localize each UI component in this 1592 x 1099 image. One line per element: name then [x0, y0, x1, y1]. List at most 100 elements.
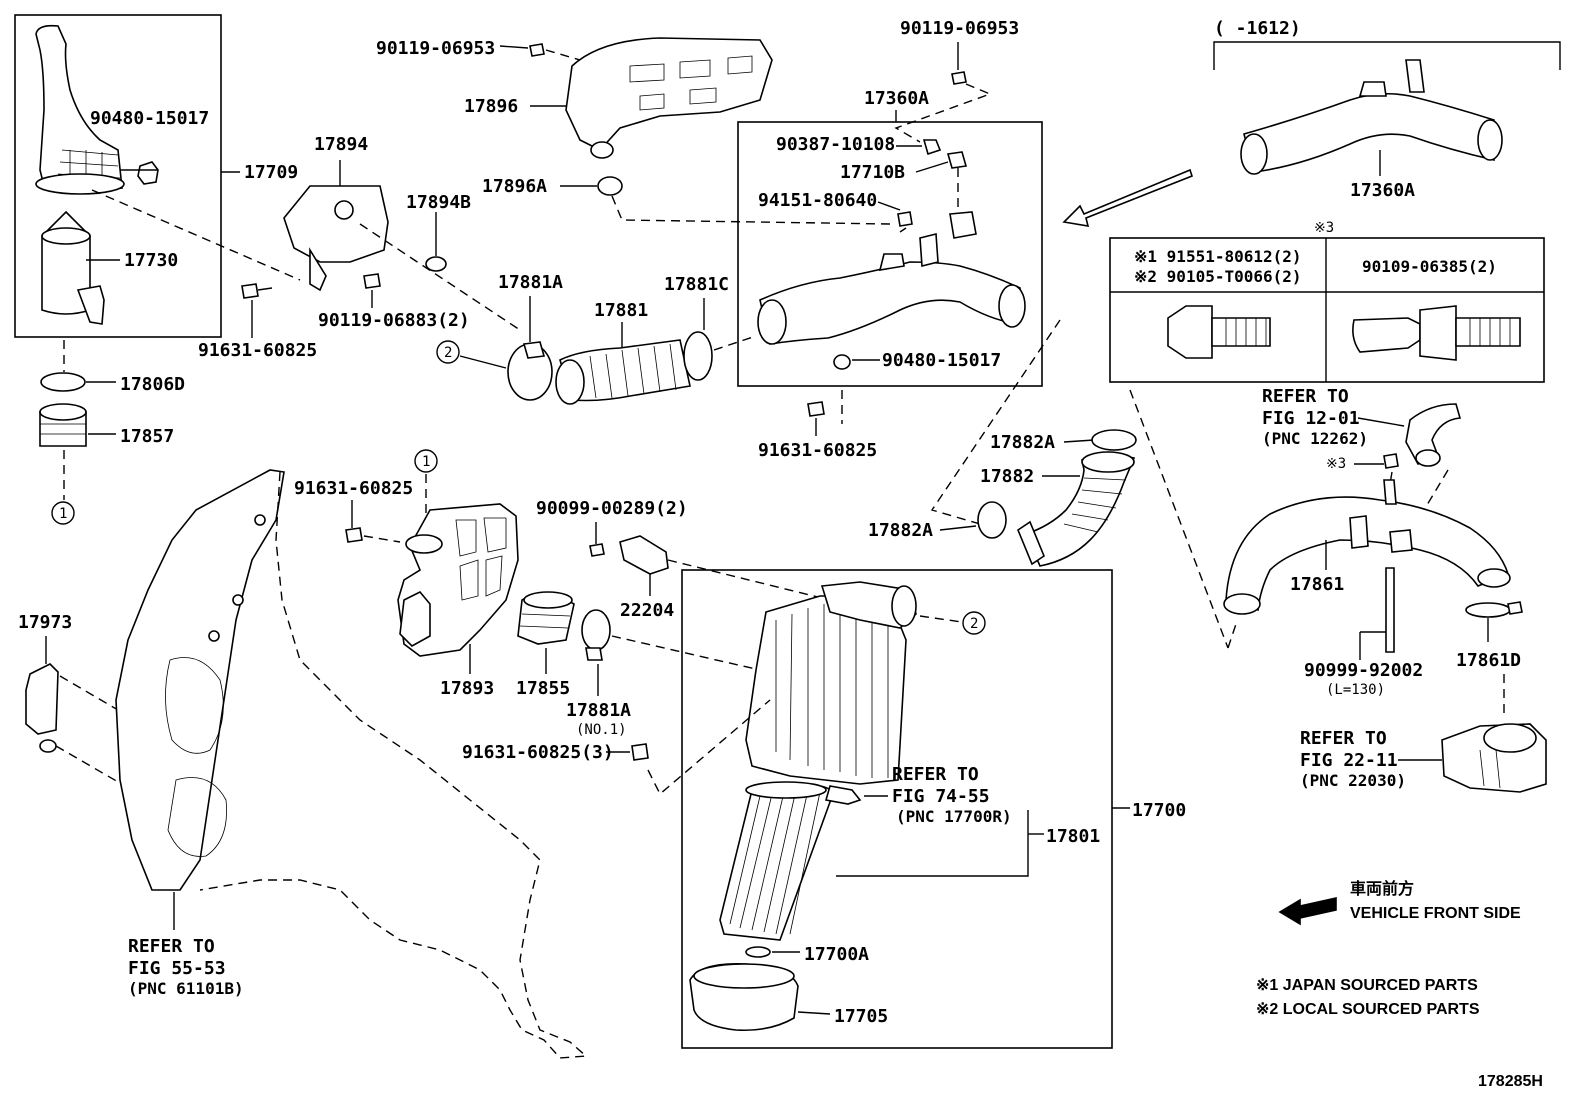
- hose-fig-12-01-end: [1415, 449, 1441, 467]
- dash-90119-b: [894, 83, 992, 143]
- label-17709: 17709: [244, 162, 298, 183]
- leader-17882A-a: [1063, 439, 1095, 443]
- label-17730: 17730: [124, 250, 178, 271]
- dash-17360A-17882: [930, 319, 1061, 525]
- dash-91631-3-17700: [647, 699, 771, 796]
- label-17705: 17705: [834, 1006, 888, 1027]
- label-17861D: 17861D: [1456, 650, 1521, 671]
- bracket-17973: [25, 663, 59, 735]
- label-17700A: 17700A: [804, 944, 869, 965]
- dash-17709-17894: [91, 189, 301, 281]
- intake-duct-17709: [35, 24, 123, 193]
- label-94151-80640: 94151-80640: [758, 190, 877, 211]
- bolt-91631-60825-a: [241, 283, 259, 299]
- pipe-17861: [1225, 496, 1509, 612]
- label-90119-06953-a: 90119-06953: [376, 38, 495, 59]
- label-refer-74-line2: FIG 74-55: [892, 786, 990, 807]
- ref-circle-1-a-text: 1: [59, 506, 67, 522]
- label-17973: 17973: [18, 612, 72, 633]
- ref-circle-2-a-text: 2: [444, 345, 452, 361]
- bolt-mark3: [1383, 453, 1399, 469]
- resonator-tab: [76, 285, 105, 325]
- pipe-17861-stud: [1383, 479, 1397, 505]
- bracket-17894: [283, 185, 389, 263]
- body-panel-fig-55-53: [115, 469, 588, 1059]
- ref-circle-2-b-text: 2: [970, 616, 978, 632]
- bolt-table-col1-line1: ※1 91551-80612(2): [1134, 247, 1302, 266]
- screw-90099-00289: [589, 543, 605, 557]
- pipe-17861-sensor-port: [1389, 529, 1413, 553]
- resonator-top: [41, 227, 91, 245]
- label-17700: 17700: [1132, 800, 1186, 821]
- bolt-91631-60825-b: [807, 401, 825, 417]
- throttle-body-ribs: [1479, 749, 1501, 789]
- bracket-17894-leg: [309, 247, 327, 292]
- label-refer-55-line2: FIG 55-53: [128, 958, 226, 979]
- pipe-variant-end-left: [1240, 133, 1268, 175]
- direction-arrow-variant: [1062, 168, 1193, 227]
- sensor-22204: [619, 535, 669, 575]
- group-17700: 17700A 17705 REFER TO FIG 74-55 (PNC 177…: [681, 569, 1113, 1049]
- pipe-17360A-end-right: [998, 284, 1026, 328]
- hose-17857-ribs: [40, 423, 86, 435]
- clip-17700A: [745, 946, 771, 958]
- throttle-body-bore: [1483, 723, 1537, 753]
- duct-rim: [35, 173, 125, 195]
- hose-17882-ribs: [1063, 477, 1127, 533]
- body-panel-hole-b: [208, 630, 220, 642]
- group-17700-box: [681, 569, 1113, 1049]
- heat-shield-17896-group: [529, 37, 773, 159]
- label-refer-22-line3: (PNC 22030): [1300, 771, 1406, 790]
- ref-circle-2-b: [962, 611, 986, 635]
- label-17360A-a: 17360A: [864, 88, 929, 109]
- clip-17894B: [425, 256, 447, 272]
- ref-circle-1-a: [51, 501, 75, 525]
- pipe-17360A-end-left: [757, 299, 787, 345]
- group-17709: 90480-15017 17730: [14, 14, 222, 338]
- label-range: ( -1612): [1214, 18, 1301, 39]
- stud-bolt-icon: [1352, 317, 1421, 353]
- nut-90480-15017-a: [137, 161, 159, 185]
- clamp-17861D: [1465, 602, 1511, 618]
- label-refer-12-line1: REFER TO: [1262, 386, 1349, 407]
- clamp-17881A-screw: [522, 341, 546, 359]
- flange-bolt-icon: [1167, 305, 1213, 359]
- cushion-17710B: [946, 151, 968, 169]
- bracket-17894-grommet: [334, 200, 354, 220]
- bolt-table-col1-line2: ※2 90105-T0066(2): [1134, 267, 1302, 286]
- pipe-17861-bracket: [1349, 515, 1369, 549]
- hose-17882: [1024, 454, 1136, 567]
- dash-table-17861: [1129, 389, 1237, 649]
- group-17709-box: [14, 14, 222, 338]
- label-17881: 17881: [594, 300, 648, 321]
- label-91631-60825-3: 91631-60825(3): [462, 742, 614, 763]
- label-17882A-b: 17882A: [868, 520, 933, 541]
- leader-94151: [877, 201, 901, 211]
- bolt-90119-06953-a: [529, 43, 545, 57]
- label-17806D: 17806D: [120, 374, 185, 395]
- nut-90480-15017-b: [833, 354, 851, 370]
- duct-17893-inlet: [405, 534, 443, 554]
- stud-bolt-shank: [1455, 317, 1521, 347]
- leader-refer-12: [1357, 417, 1405, 427]
- grommet-17896A: [597, 176, 623, 196]
- table-mark-3: ※3: [1314, 220, 1334, 236]
- pipe-17360A: [759, 261, 1021, 345]
- body-panel-outline: [199, 471, 588, 1059]
- leader-17705: [797, 1011, 831, 1015]
- clamp-17861D-screw: [1507, 601, 1523, 615]
- hose-fig-12-01: [1405, 403, 1462, 466]
- dash-90119-a: [545, 49, 581, 61]
- hose-17882-top: [1081, 451, 1135, 473]
- label-90480-15017-b: 90480-15017: [882, 350, 1001, 371]
- dash-mark3-17861: [1389, 469, 1449, 511]
- hose-17881-end: [555, 359, 585, 405]
- leader-circle2-a: [459, 355, 507, 369]
- clamp-17881C: [683, 331, 713, 381]
- leader-17882A-b: [939, 525, 977, 531]
- pipe-17861-group: [1223, 479, 1511, 615]
- label-17801: 17801: [1046, 826, 1100, 847]
- label-91631-60825-a: 91631-60825: [198, 340, 317, 361]
- label-refer-22-line2: FIG 22-11: [1300, 750, 1398, 771]
- diagram-code: 178285H: [1478, 1073, 1543, 1090]
